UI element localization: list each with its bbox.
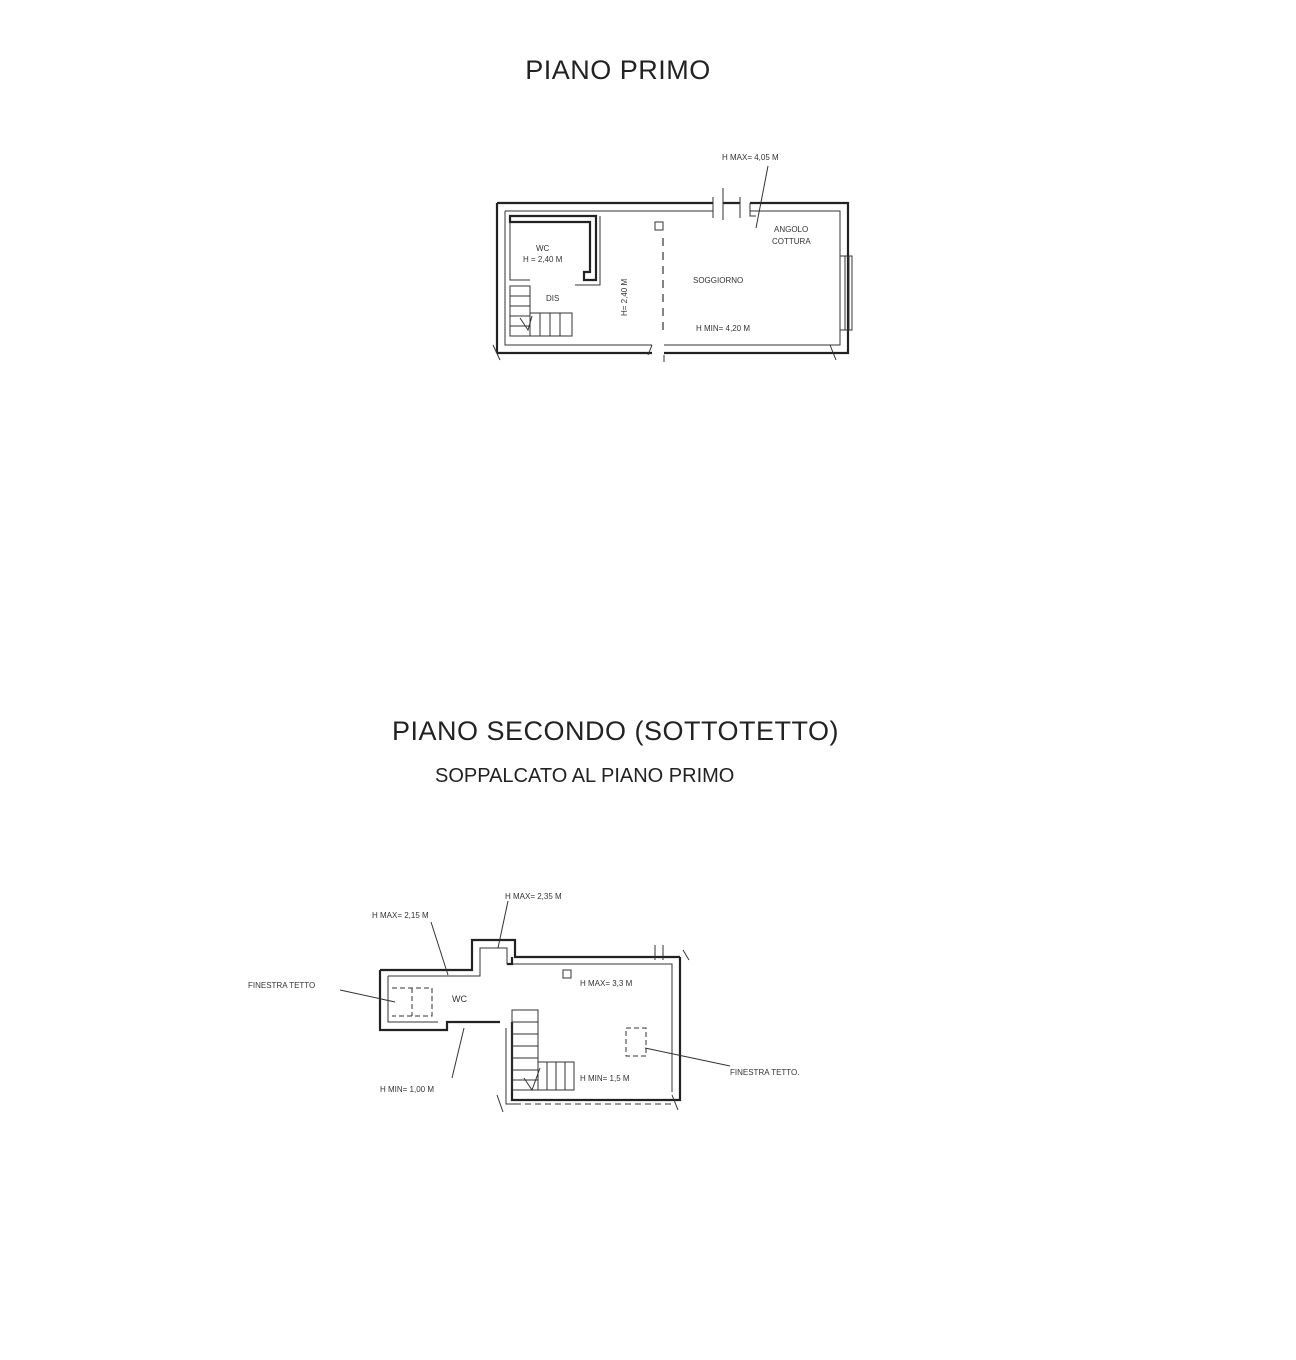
floor2-bottom-marks <box>496 1094 679 1113</box>
floor1-hmin-label: H MIN= 4,20 M <box>696 324 750 333</box>
floor1-wc-height-label: H = 2,40 M <box>523 255 563 264</box>
floor1-bottom-marks <box>492 344 837 362</box>
floor2-finestra-right-label: FINESTRA TETTO. <box>730 1068 800 1077</box>
floor2-topright-marks <box>654 945 690 961</box>
floor2-leader-hmin-a <box>451 1027 465 1079</box>
floor1-vertical-height-label: H= 2,40 M <box>620 279 629 316</box>
floor2-leader-hmax-b <box>430 921 449 976</box>
floor1-wc-wall <box>508 214 598 282</box>
floor2-leader-hmax-a <box>497 900 509 949</box>
floor2-left-wing-inner <box>387 947 517 1023</box>
floor2-main-room-inner <box>505 963 673 1105</box>
floor1-wc-side <box>509 222 530 281</box>
floor2-hmin-a-label: H MIN= 1,00 M <box>380 1085 434 1094</box>
floor1-door-jambs <box>712 188 756 220</box>
floor2-stairs <box>511 1009 575 1092</box>
floor2-hmin-b-label: H MIN= 1,5 M <box>580 1074 630 1083</box>
floor2-finestra-left-label: FINESTRA TETTO <box>248 981 315 990</box>
floor1-dis-label: DIS <box>546 294 559 303</box>
floor2-leader-finestra-left <box>339 989 396 1003</box>
floor2-left-window <box>392 987 433 1017</box>
floor2-subtitle: SOPPALCATO AL PIANO PRIMO <box>435 765 735 787</box>
floor1-title: PIANO PRIMO <box>525 55 711 85</box>
floor1-wc-label: WC <box>536 244 550 253</box>
floor1-window-right <box>840 255 853 331</box>
floor1-inner-wall-offset <box>504 210 841 346</box>
floor1-dis-wall <box>575 216 601 286</box>
floor1-leader-hmax <box>755 165 769 229</box>
floor2-left-wing <box>378 938 680 1032</box>
floor1-plan: H MAX= 4,05 M ANGOLO COTTURA WC H = 2,40… <box>492 153 853 362</box>
floor1-stairs <box>509 285 573 337</box>
floor2-leader-finestra-right <box>644 1047 731 1067</box>
floor1-angolo-label: ANGOLO <box>774 225 808 234</box>
floor1-cottura-label: COTTURA <box>772 237 811 246</box>
floor1-chimney <box>654 221 664 231</box>
floor2-hmax-c-label: H MAX= 3,3 M <box>580 979 633 988</box>
floor2-right-window <box>625 1027 647 1057</box>
floor1-soggiorno-label: SOGGIORNO <box>693 276 743 285</box>
floor1-outer-wall <box>497 201 850 355</box>
floor2-plan: H MAX= 2,35 M H MAX= 2,15 M FINESTRA TET… <box>248 892 800 1113</box>
floor2-title: PIANO SECONDO (SOTTOTETTO) <box>392 716 840 746</box>
floor1-hmax-label: H MAX= 4,05 M <box>722 153 779 162</box>
floor2-chimney <box>562 969 572 979</box>
floor2-hmax-b-label: H MAX= 2,15 M <box>372 911 429 920</box>
floor2-wc-label: WC <box>452 994 467 1004</box>
floor2-hmax-a-label: H MAX= 2,35 M <box>505 892 562 901</box>
